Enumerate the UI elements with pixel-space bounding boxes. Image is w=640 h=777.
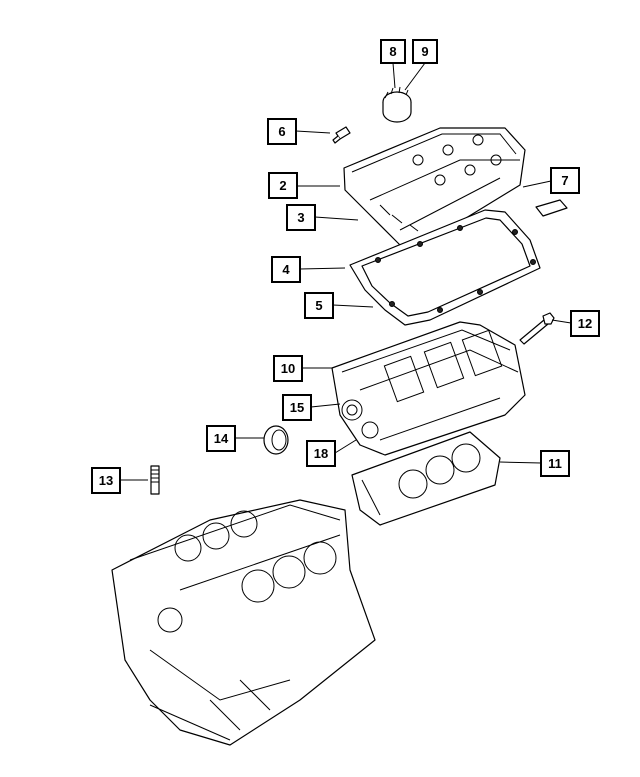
callout-2[interactable]: 2 xyxy=(268,172,298,199)
callout-7[interactable]: 7 xyxy=(550,167,580,194)
svg-text:14: 14 xyxy=(214,431,229,446)
engine-block-illustration xyxy=(111,499,376,746)
long-bolt-illustration xyxy=(519,312,555,345)
svg-text:6: 6 xyxy=(278,124,285,139)
svg-text:4: 4 xyxy=(282,262,290,277)
callout-5[interactable]: 5 xyxy=(304,292,334,319)
callout-13[interactable]: 13 xyxy=(91,467,121,494)
callout-4[interactable]: 4 xyxy=(271,256,301,283)
svg-text:3: 3 xyxy=(297,210,304,225)
seal-ring-illustration xyxy=(263,425,289,455)
svg-text:12: 12 xyxy=(578,316,592,331)
svg-text:5: 5 xyxy=(315,298,322,313)
callout-9[interactable]: 9 xyxy=(412,39,438,64)
svg-text:18: 18 xyxy=(314,446,328,461)
callout-15[interactable]: 15 xyxy=(282,394,312,421)
callout-10[interactable]: 10 xyxy=(273,355,303,382)
callout-12[interactable]: 12 xyxy=(570,310,600,337)
cylinder-head-cover-illustration xyxy=(343,127,526,246)
callout-14[interactable]: 14 xyxy=(206,425,236,452)
svg-text:10: 10 xyxy=(281,361,295,376)
svg-text:8: 8 xyxy=(389,44,396,59)
cover-gasket-illustration xyxy=(349,209,541,326)
oil-filler-cap-illustration xyxy=(382,86,412,123)
svg-text:15: 15 xyxy=(290,400,304,415)
leader-lines xyxy=(120,62,572,481)
stud-illustration xyxy=(150,465,160,495)
callout-18[interactable]: 18 xyxy=(306,440,336,467)
callout-11[interactable]: 11 xyxy=(540,450,570,477)
svg-text:13: 13 xyxy=(99,473,113,488)
bolt-illustration xyxy=(332,126,351,144)
svg-text:7: 7 xyxy=(561,173,568,188)
head-gasket-illustration xyxy=(351,431,501,526)
callout-6[interactable]: 6 xyxy=(267,118,297,145)
svg-text:11: 11 xyxy=(548,456,562,471)
callout-3[interactable]: 3 xyxy=(286,204,316,231)
callout-8[interactable]: 8 xyxy=(380,39,406,64)
svg-text:2: 2 xyxy=(279,178,286,193)
cylinder-head-illustration xyxy=(331,321,526,456)
svg-text:9: 9 xyxy=(421,44,428,59)
clip-illustration xyxy=(535,199,568,217)
